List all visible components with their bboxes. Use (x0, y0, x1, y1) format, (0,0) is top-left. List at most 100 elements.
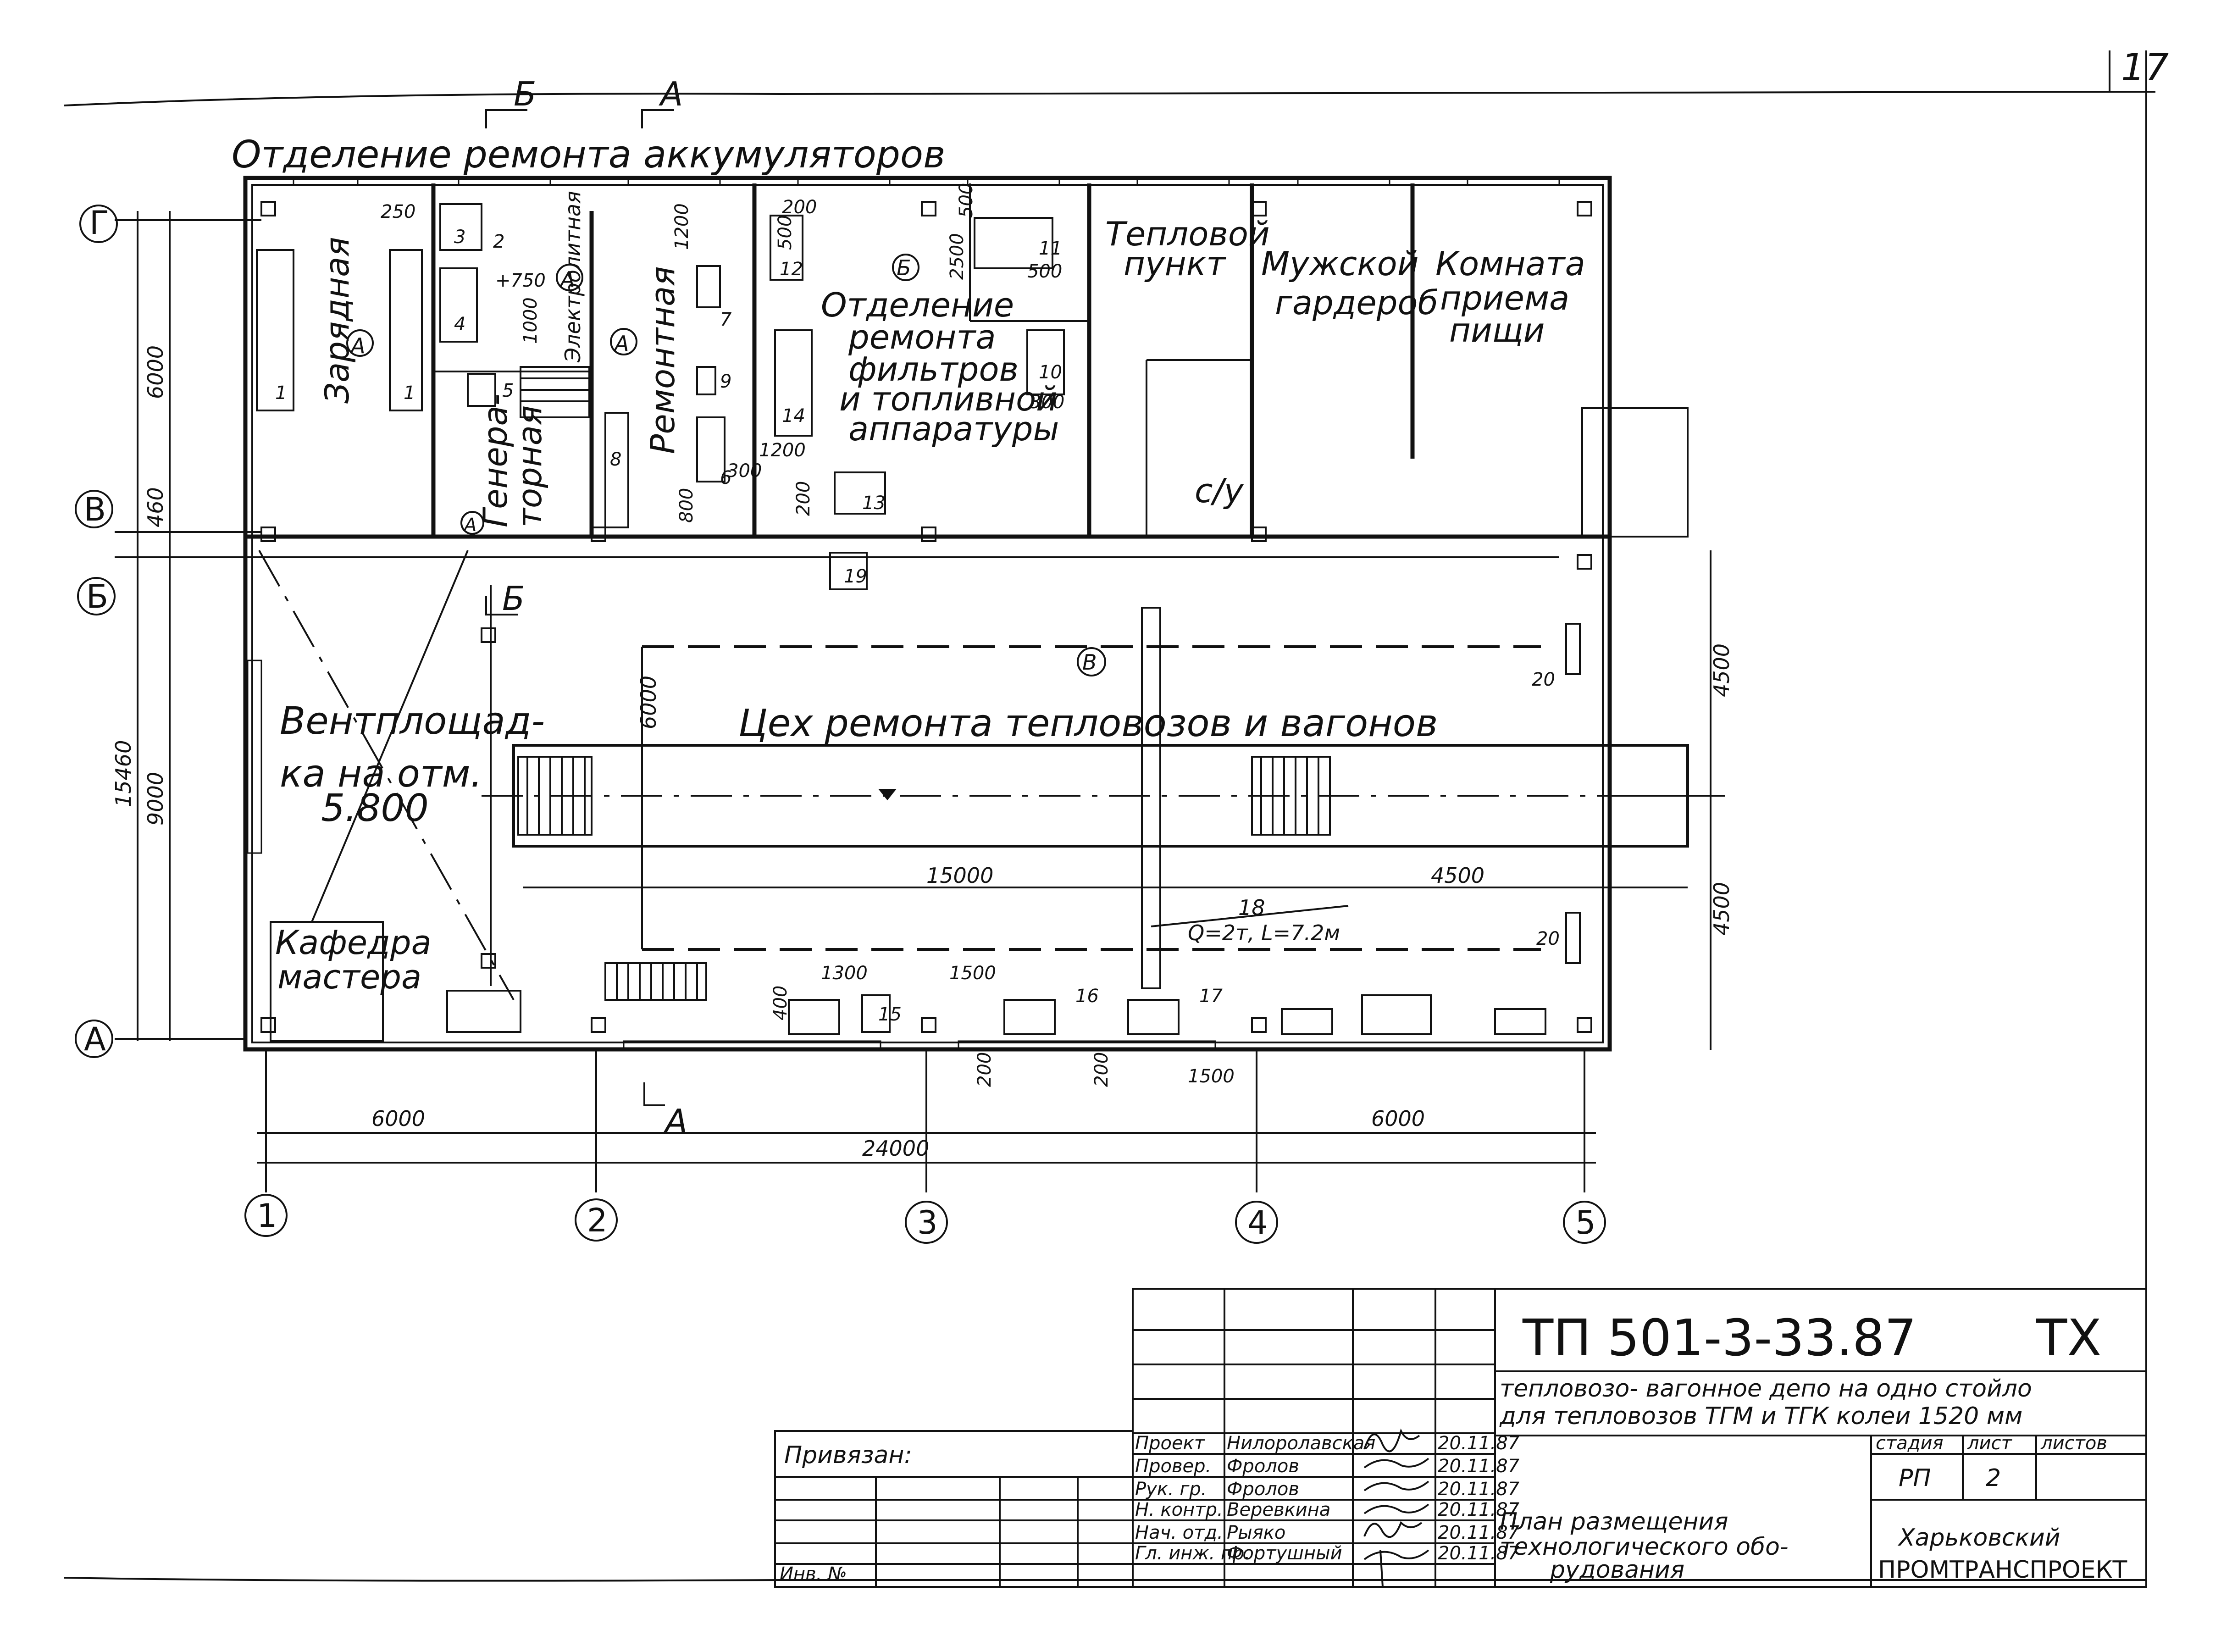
eq-11: 11 (1039, 238, 1062, 259)
dim-crane-6000: 6000 (636, 676, 661, 729)
tb-sheet: 2 (1986, 1464, 2001, 1492)
heat-point-label-1: Тепловой (1105, 215, 1270, 253)
tb-code-right: ТХ (2036, 1308, 2102, 1367)
tb-name-1: Нилоролавская (1227, 1433, 1375, 1454)
axis-1: 1 (257, 1197, 277, 1235)
eq-12: 12 (780, 259, 803, 280)
building-inner-wall (251, 184, 1604, 1043)
zone-b: Б (897, 255, 911, 280)
filter-dept-label-3: фильтров (848, 350, 1019, 388)
zone-a-1: А (349, 333, 365, 358)
tb-role-2: Провер. (1135, 1456, 1211, 1477)
dim-1300: 1300 (821, 963, 868, 984)
tb-title-1: План размещения (1500, 1508, 1728, 1536)
tb-inv: Инв. № (780, 1563, 847, 1585)
tb-code: ТП 501-3-33.87 (1522, 1308, 1916, 1367)
male-wardrobe-label-2: гардероб (1275, 283, 1438, 322)
dim-500-b: 500 (956, 183, 977, 218)
dim-200-a: 200 (974, 1052, 995, 1087)
dim-15460: 15460 (111, 740, 136, 807)
vent-platform-diagonal-2 (311, 550, 469, 922)
vent-platform-diagonal-1 (258, 550, 515, 1000)
battery-dept-label: Отделение ремонта аккумуляторов (232, 133, 945, 177)
section-a-bottom: А (663, 1102, 687, 1141)
stairs-bottom (604, 962, 707, 1001)
master-desk-booth (270, 921, 384, 1042)
eq-3: 3 (454, 227, 465, 248)
dim-24000: 24000 (862, 1136, 929, 1161)
dim-9000: 9000 (143, 772, 168, 826)
eq-1a: 1 (275, 383, 287, 404)
vent-platform-label-3: 5.800 (321, 787, 429, 830)
windows-bottom (623, 1040, 1216, 1050)
eq-1b: 1 (404, 383, 415, 404)
stairs-small (520, 366, 590, 418)
crane-number: 18 (1238, 895, 1265, 920)
dim-1200-b: 1200 (759, 440, 806, 461)
axis-5: 5 (1575, 1204, 1596, 1242)
zone-a-4: А (463, 515, 476, 536)
tb-sheet-h: лист (1967, 1433, 2013, 1454)
dim-6000-bottom-right: 6000 (1371, 1106, 1425, 1131)
eq-4: 4 (454, 314, 465, 335)
sheet-top-edge (64, 91, 2156, 106)
repair-room-label: Ремонтная (643, 266, 682, 454)
tb-date-3: 20.11.87 (1438, 1479, 1520, 1500)
section-b-top: Б (514, 75, 536, 113)
axis-2: 2 (587, 1202, 608, 1239)
electrolyte-room-label: Электролитная (560, 191, 585, 363)
tb-name-2: Фролов (1227, 1456, 1299, 1477)
zone-v: В (1082, 650, 1097, 675)
tb-name-5: Рыяко (1227, 1522, 1285, 1543)
columns (260, 201, 1592, 1033)
track-axis-marker (878, 789, 897, 800)
eq-17: 17 (1199, 986, 1223, 1007)
tb-date-6: 20.11.87 (1438, 1543, 1520, 1564)
dim-500-a: 500 (775, 215, 796, 250)
heat-point-label-2: пункт (1124, 244, 1226, 283)
dim-lines-right (1623, 550, 1724, 1050)
filter-dept-label-5: аппаратуры (848, 410, 1059, 448)
tb-org-2: ПРОМТРАНСПРОЕКТ (1878, 1556, 2127, 1584)
master-desk-label-1: Кафедра (275, 923, 432, 962)
tb-project-line2: для тепловозов ТГМ и ТГК колеи 1520 мм (1499, 1403, 2022, 1430)
eq-14: 14 (782, 405, 805, 427)
tb-role-5: Нач. отд. (1135, 1522, 1223, 1543)
tb-date-1: 20.11.87 (1438, 1433, 1520, 1454)
tb-name-4: Веревкина (1227, 1499, 1330, 1520)
eq-10: 10 (1039, 362, 1062, 383)
tb-role-6: Гл. инж. пр. (1135, 1543, 1250, 1564)
tb-role-1: Проект (1135, 1433, 1206, 1454)
dim-400: 400 (770, 986, 791, 1020)
dim-1200-a: 1200 (671, 203, 692, 250)
tb-date-5: 20.11.87 (1438, 1522, 1520, 1543)
axis-g: Г (89, 204, 109, 242)
eq-15: 15 (878, 1004, 902, 1025)
dim-800: 800 (676, 488, 697, 523)
dim-200-d: 200 (793, 481, 814, 516)
dim-1500-a: 1500 (1188, 1066, 1235, 1087)
generator-room-label-2: торная (510, 405, 549, 527)
tb-role-3: Рук. гр. (1135, 1479, 1207, 1500)
tb-stage: РП (1899, 1464, 1931, 1492)
tb-org-1: Харьковский (1897, 1524, 2060, 1552)
axis-v: В (84, 491, 106, 528)
eq-2: 2 (493, 231, 504, 252)
eq-19: 19 (844, 566, 867, 587)
dim-4500-track: 4500 (1431, 863, 1484, 888)
tb-sheets-h: листов (2040, 1433, 2107, 1454)
filter-dept-label-1: Отделение (821, 286, 1014, 324)
window-left (247, 660, 262, 854)
eq-20b: 20 (1536, 928, 1560, 949)
food-room-label-1: Комната (1435, 244, 1585, 283)
windows-top (293, 176, 1560, 186)
filter-dept-label-4: и топливной (839, 380, 1058, 418)
zone-a-3: А (613, 331, 629, 356)
dim-300-b: 300 (1030, 392, 1064, 413)
eq-7: 7 (720, 309, 732, 330)
dim-2500: 2500 (947, 233, 968, 280)
tb-title-2: технологического обо- (1500, 1533, 1789, 1561)
dim-200-c: 200 (782, 197, 817, 218)
